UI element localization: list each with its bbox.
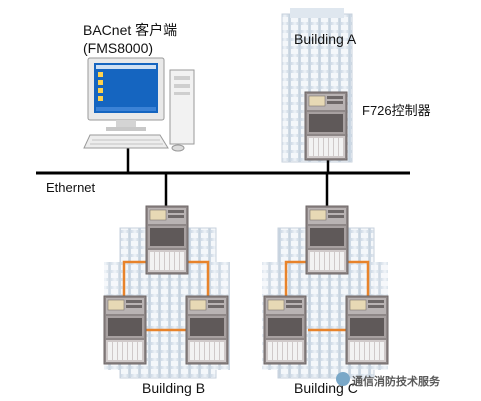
controller-panel-c-left [263, 295, 307, 365]
controller-panel-b-right [185, 295, 229, 365]
client-title-label: BACnet 客户端 [83, 22, 178, 38]
building-b-label: Building B [142, 380, 206, 396]
controller-label: F726控制器 [362, 103, 431, 118]
ring-links-building-b [122, 260, 210, 332]
watermark-text: 通信消防技术服务 [352, 376, 440, 388]
building-a-label: Building A [294, 31, 357, 47]
controller-panel-c-top [305, 205, 349, 275]
ethernet-label: Ethernet [46, 180, 96, 195]
ring-links-building-c [284, 260, 370, 332]
controller-panel-b-top [145, 205, 189, 275]
controller-panel-a [304, 91, 348, 161]
client-model-label: (FMS8000) [83, 40, 154, 56]
controller-panel-b-left [103, 295, 147, 365]
bacnet-client-computer [83, 57, 195, 152]
watermark-logo-icon [336, 372, 350, 386]
controller-panel-c-right [345, 295, 389, 365]
